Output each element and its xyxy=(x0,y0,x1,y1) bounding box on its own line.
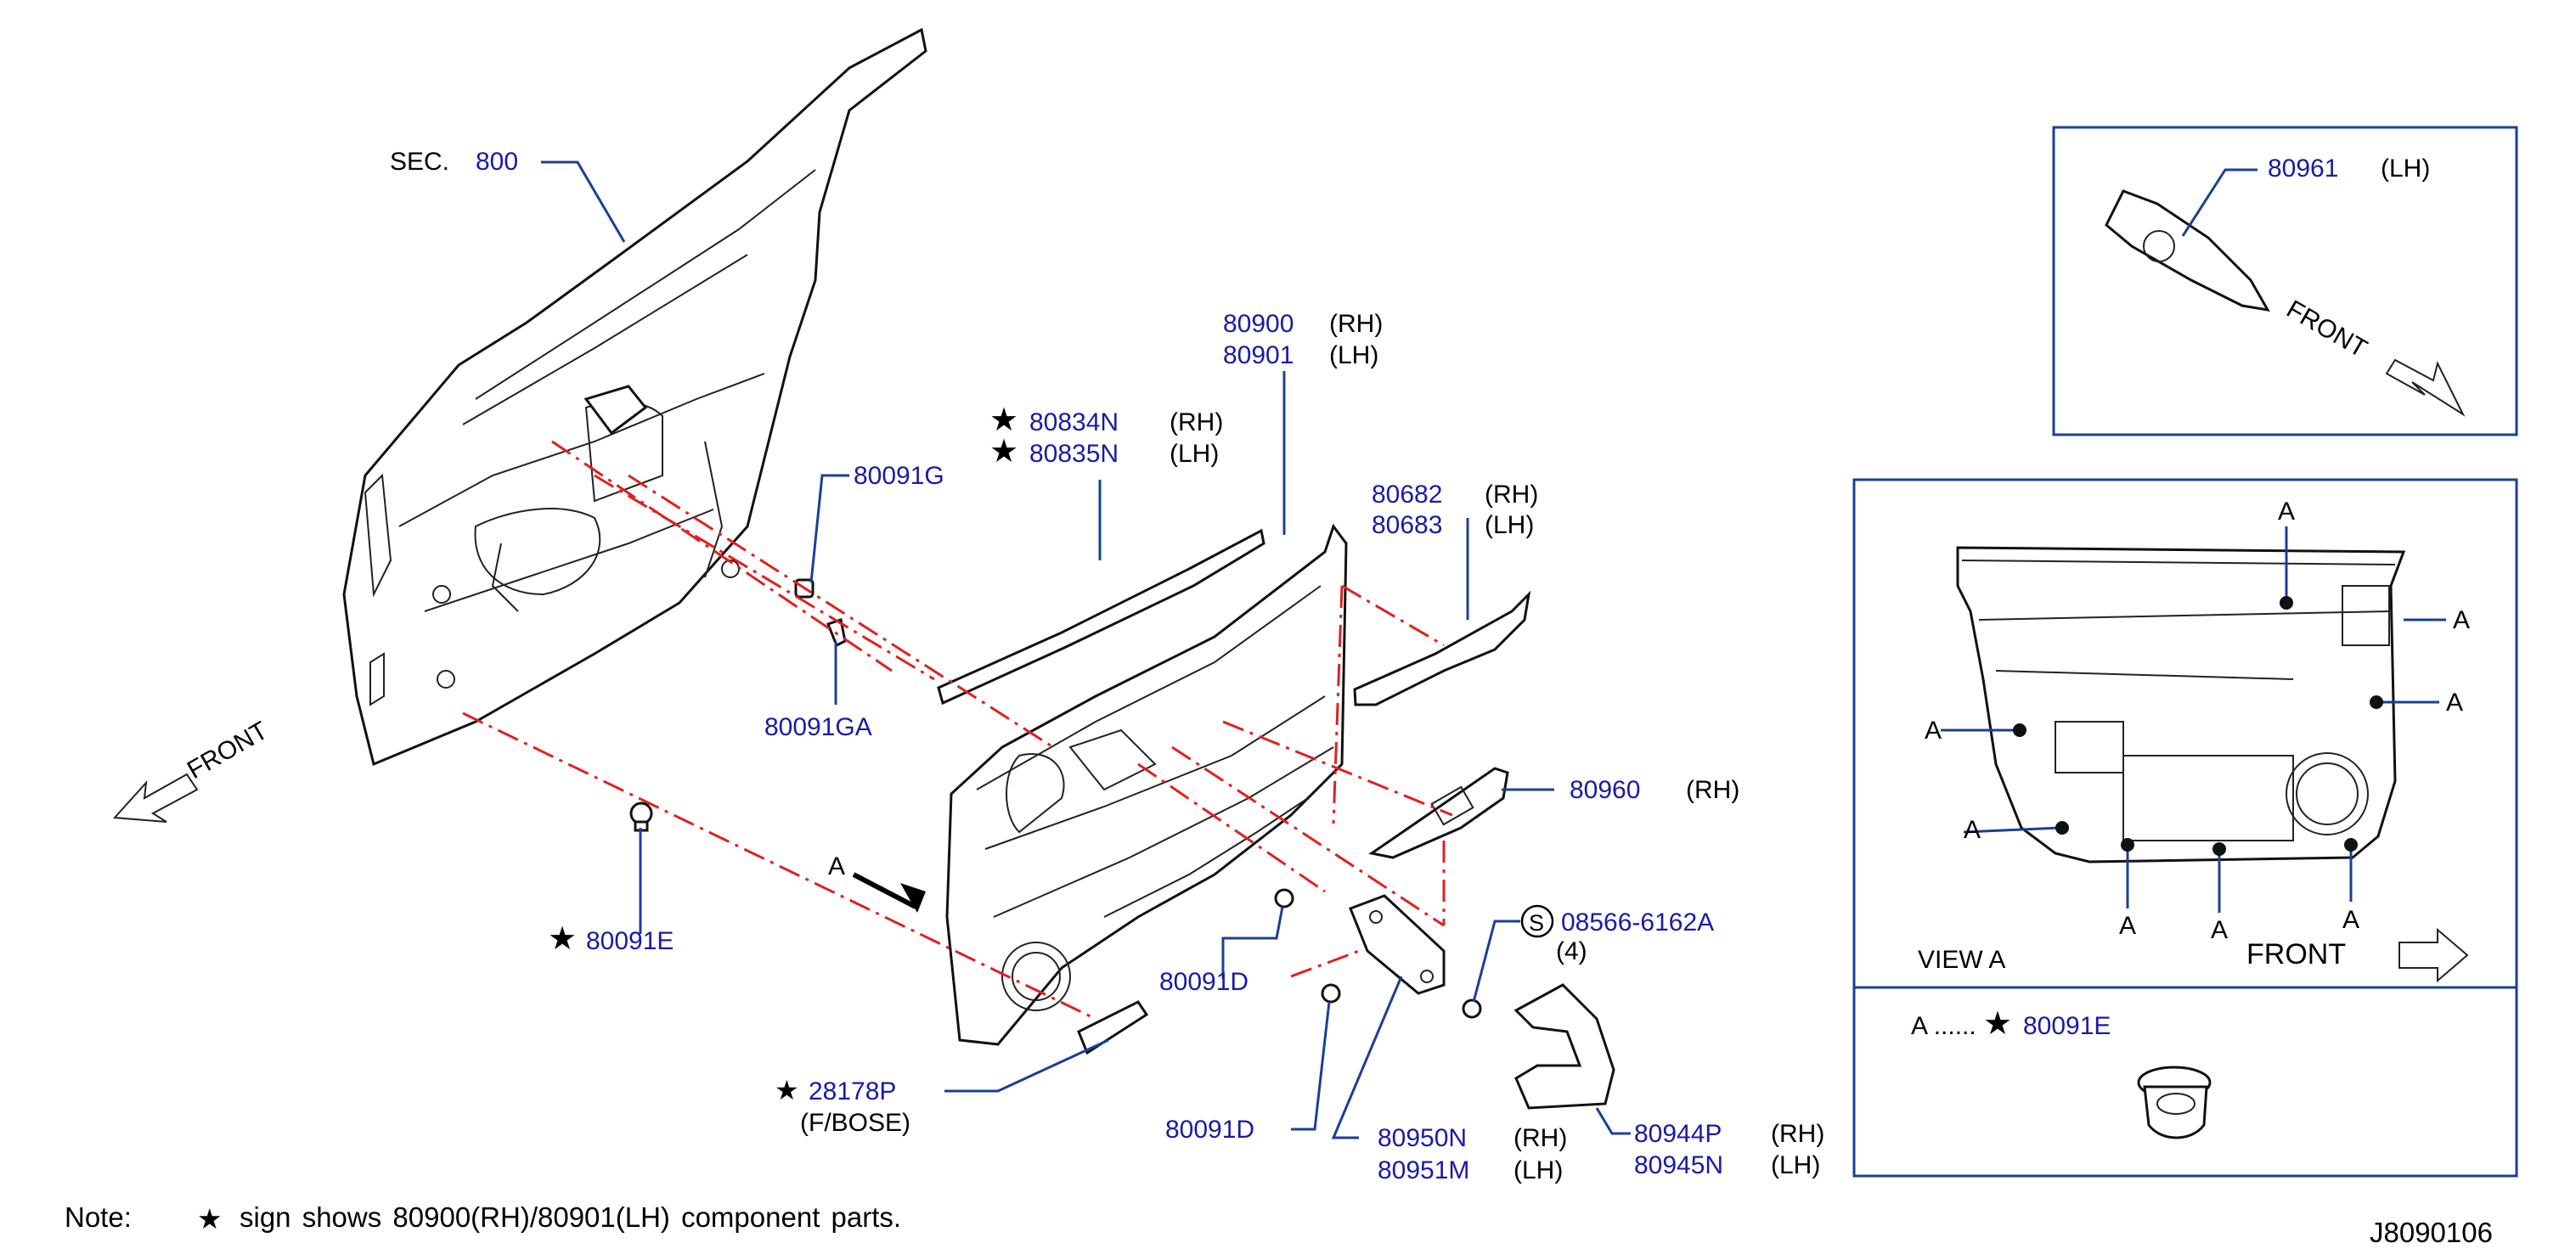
part-80091e: 80091E xyxy=(586,927,674,955)
view-a-clip-label-5: A xyxy=(2342,906,2359,934)
door-trim-panel-illustration xyxy=(945,523,1348,1046)
part-80683-side: (LH) xyxy=(1485,511,1534,539)
part-80945n: 80945N xyxy=(1634,1151,1723,1179)
view-a-trim-illustration xyxy=(1956,546,2406,863)
leader-lines xyxy=(541,160,1631,1139)
front-direction-arrow xyxy=(112,773,199,823)
part-80834n: 80834N xyxy=(1029,408,1119,436)
part-80901: 80901 xyxy=(1223,341,1294,369)
part-80960: 80960 xyxy=(1570,776,1640,804)
view-a-pocket xyxy=(2055,721,2124,773)
view-a-clip-label-1: A xyxy=(1925,717,1942,745)
legend-prefix: A ...... xyxy=(1911,1012,1976,1040)
diagram-id: J8090106 xyxy=(2370,1217,2493,1248)
view-a-clip-label-4: A xyxy=(2211,916,2228,944)
lh-switch-illustration xyxy=(2105,189,2270,312)
note-text: sign shows 80900(RH)/80901(LH) component… xyxy=(240,1201,901,1233)
part-80900: 80900 xyxy=(1223,310,1294,338)
view-a-clip-label-8: A xyxy=(2446,689,2463,717)
part-80091d-lower: 80091D xyxy=(1165,1116,1254,1144)
part-80682: 80682 xyxy=(1372,481,1442,509)
note-label: Note: xyxy=(65,1201,132,1233)
part-80951m-side: (LH) xyxy=(1513,1156,1563,1184)
inset-front-arrow xyxy=(2385,358,2466,417)
part-80944p-side: (RH) xyxy=(1771,1120,1824,1148)
part-80834n-side: (RH) xyxy=(1170,408,1223,436)
part-80961-side: (LH) xyxy=(2381,155,2430,183)
view-a-front-label: FRONT xyxy=(2246,938,2346,970)
finisher-illustration xyxy=(1353,590,1531,706)
part-80835n: 80835N xyxy=(1029,440,1119,468)
view-a-arrow xyxy=(852,872,926,913)
inset-lh-switch: 80961 (LH) FRONT xyxy=(2052,126,2518,436)
clip-80091e-illustration xyxy=(629,802,653,832)
sec-number: 800 xyxy=(476,148,518,176)
view-a-speaker-icon xyxy=(2286,752,2369,835)
part-80944p: 80944P xyxy=(1634,1120,1722,1148)
clip-80091e-detail-icon xyxy=(2137,1066,2212,1139)
part-80961: 80961 xyxy=(2268,155,2338,183)
view-a-clip-label-3: A xyxy=(2119,912,2136,940)
escutcheon-illustration xyxy=(1513,983,1615,1110)
star-80834n: ★ xyxy=(989,402,1018,438)
view-a-armrest xyxy=(2122,755,2294,841)
legend-part-80091e: 80091E xyxy=(2023,1012,2111,1040)
inset-front-label: FRONT xyxy=(2282,295,2372,363)
standard-part-symbol xyxy=(1520,904,1554,938)
screw-80091d-upper-illustration xyxy=(1274,888,1294,908)
footer: Note: ★ sign shows 80900(RH)/80901(LH) c… xyxy=(65,1201,2493,1248)
view-a-clip-label-6: A xyxy=(2278,498,2295,526)
view-a-clip-label-7: A xyxy=(2453,606,2470,634)
part-80682-side: (RH) xyxy=(1485,481,1538,509)
power-window-switch-rh-illustration xyxy=(1368,767,1509,859)
part-28178p: 28178P xyxy=(809,1077,896,1105)
star-80835n: ★ xyxy=(989,434,1018,470)
part-80835n-side: (LH) xyxy=(1170,440,1219,468)
part-08566-qty: (4) xyxy=(1556,937,1587,965)
part-80950n: 80950N xyxy=(1378,1124,1467,1152)
bracket-illustration xyxy=(1349,894,1446,995)
legend-star: ★ xyxy=(1983,1006,2012,1042)
part-80091d-upper: 80091D xyxy=(1159,968,1249,996)
star-28178p: ★ xyxy=(775,1075,799,1105)
part-80900-side: (RH) xyxy=(1329,310,1383,338)
front-label-left: FRONT xyxy=(183,717,273,785)
part-80683: 80683 xyxy=(1372,511,1442,539)
star-80091e: ★ xyxy=(548,921,577,957)
note-star: ★ xyxy=(197,1203,223,1235)
part-80950n-side: (RH) xyxy=(1513,1124,1567,1152)
standard-part-letter: S xyxy=(1529,910,1544,936)
view-a-front-arrow xyxy=(2398,927,2469,983)
lh-switch-button xyxy=(2143,230,2175,262)
view-arrow-label: A xyxy=(828,852,845,880)
part-80901-side: (LH) xyxy=(1329,341,1378,369)
view-a-panel: A A A A A A A A VIEW A FRONT A ...... ★ … xyxy=(1852,478,2518,1178)
screw-80091d-lower-illustration xyxy=(1321,983,1341,1004)
part-80945n-side: (LH) xyxy=(1771,1151,1820,1179)
door-shell-illustration xyxy=(342,27,927,767)
part-80960-side: (RH) xyxy=(1686,776,1739,804)
part-80091g: 80091G xyxy=(854,462,944,490)
sec-prefix: SEC. xyxy=(390,148,449,176)
view-a-title: VIEW A xyxy=(1918,946,2005,974)
part-80091ga: 80091GA xyxy=(764,713,872,741)
part-80951m: 80951M xyxy=(1378,1156,1469,1184)
part-08566: 08566-6162A xyxy=(1561,908,1714,937)
view-a-clip-label-2: A xyxy=(1964,816,1981,844)
belt-weatherstrip-illustration xyxy=(937,528,1265,706)
part-28178p-note: (F/BOSE) xyxy=(800,1109,910,1137)
screw-08566-illustration xyxy=(1462,998,1482,1019)
assembly-phantom-lines xyxy=(462,440,1453,1021)
speaker-grille-illustration xyxy=(1077,1000,1149,1055)
